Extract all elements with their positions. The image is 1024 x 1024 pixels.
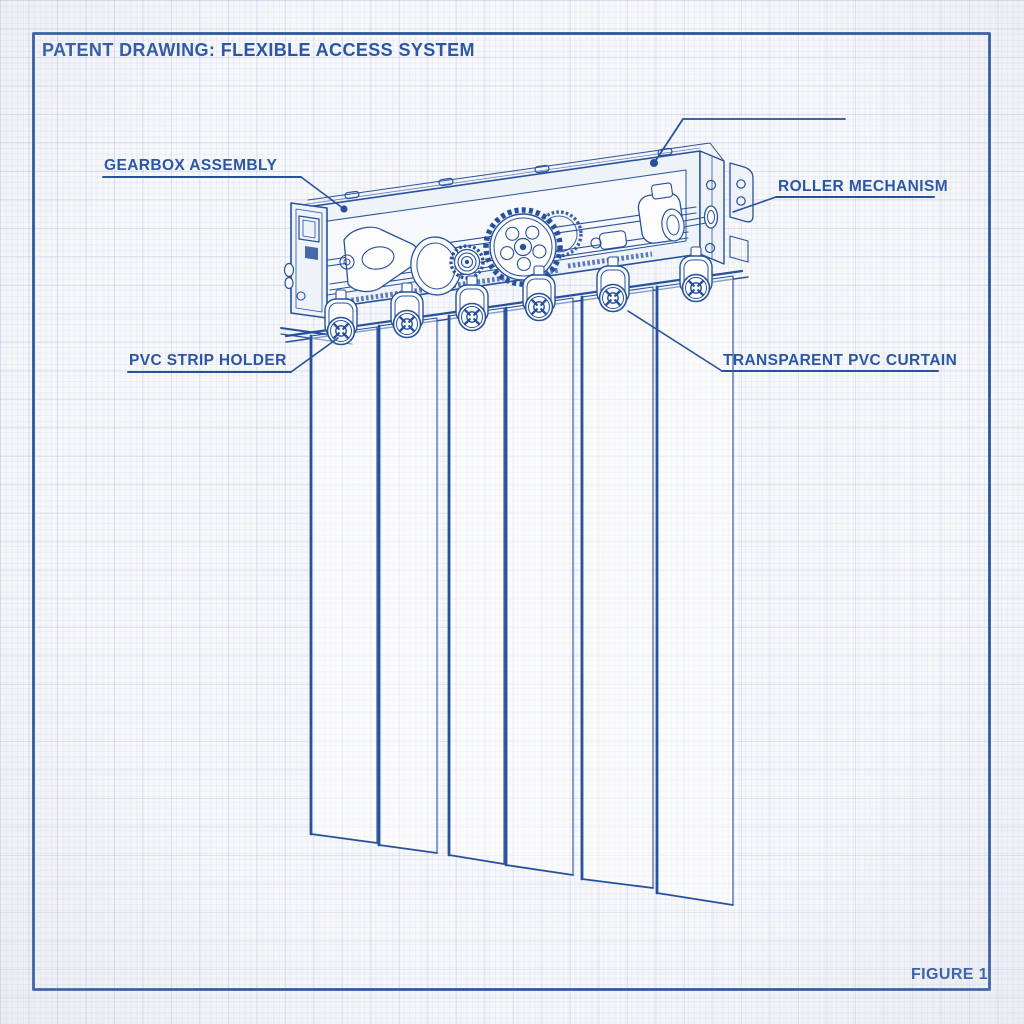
callout-gearbox-assembly: GEARBOX ASSEMBLY: [104, 157, 278, 174]
callout-roller-mechanism: ROLLER MECHANISM: [778, 178, 949, 195]
roller-drive: [637, 182, 707, 244]
figure-label: FIGURE 1: [911, 966, 988, 983]
callout-pvc-strip-holder: PVC STRIP HOLDER: [129, 352, 287, 369]
pvc-strip: [309, 326, 378, 844]
leader-roller-mechanism: [732, 196, 935, 213]
leader-transparent-pvc-curtain: [627, 310, 939, 372]
pvc-strip: [377, 317, 438, 854]
main-ring-gear: [483, 207, 563, 287]
callout-transparent-pvc-curtain: TRANSPARENT PVC CURTAIN: [723, 352, 958, 369]
leader-gearbox-assembly: [102, 176, 348, 213]
pvc-strip: [504, 297, 574, 876]
pvc-strip: [447, 307, 505, 865]
drawing-title: PATENT DRAWING: FLEXIBLE ACCESS SYSTEM: [42, 40, 475, 60]
leader-unlabeled: [650, 118, 846, 167]
pvc-strip: [655, 275, 734, 906]
leader-pvc-strip-holder: [127, 337, 339, 373]
gearbox-mechanism: [327, 162, 754, 306]
drawing-border-frame: [32, 32, 991, 991]
pvc-strip: [580, 286, 654, 889]
pvc-curtain-strips: [309, 275, 734, 906]
leader-lines: [102, 118, 939, 373]
